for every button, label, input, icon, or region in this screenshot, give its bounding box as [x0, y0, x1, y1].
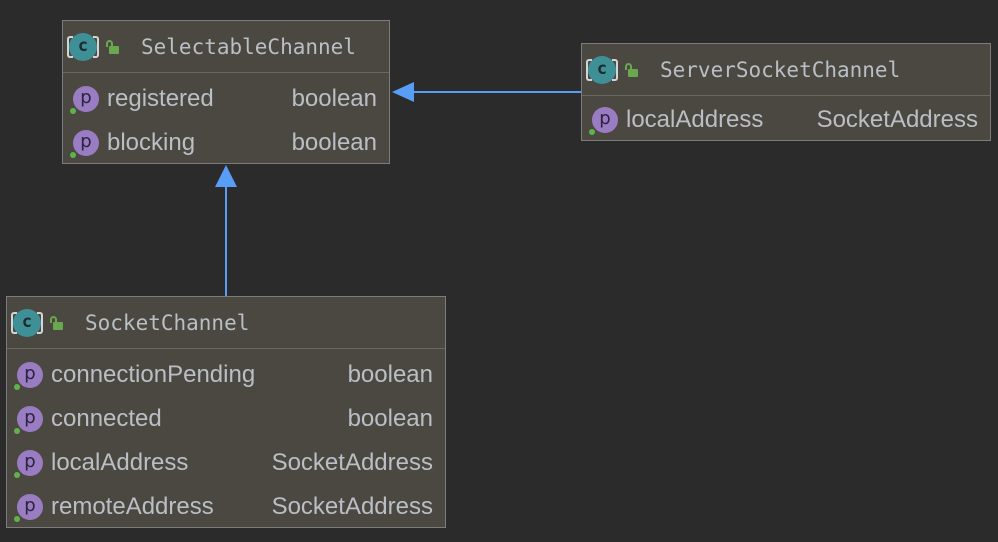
class-box-server-socket-channel[interactable]: c ServerSocketChannel p localAddress Soc…: [581, 43, 991, 141]
property-icon: p: [70, 130, 99, 158]
class-icon-letter: c: [596, 59, 608, 79]
property-name: remoteAddress: [51, 493, 214, 520]
class-header: c SocketChannel: [7, 297, 445, 349]
property-type: SocketAddress: [816, 106, 978, 133]
property-icon: p: [14, 494, 43, 522]
class-header: c SelectableChannel: [63, 21, 389, 73]
class-properties: p connectionPending boolean p connected …: [7, 349, 445, 529]
property-name: localAddress: [51, 449, 189, 476]
unlocked-lock-icon: [49, 315, 63, 330]
class-icon-letter: c: [21, 312, 33, 332]
class-icon: c: [67, 32, 99, 61]
class-name: SocketChannel: [85, 310, 250, 335]
property-row[interactable]: p localAddress SocketAddress: [582, 98, 990, 142]
class-box-socket-channel[interactable]: c SocketChannel p connectionPending bool…: [6, 296, 446, 528]
unlocked-lock-icon: [105, 39, 119, 54]
class-box-selectable-channel[interactable]: c SelectableChannel p registered boolean…: [62, 20, 390, 164]
class-properties: p localAddress SocketAddress: [582, 96, 990, 142]
class-icon: c: [586, 55, 618, 84]
arrowhead-server-to-selectable: [392, 82, 414, 102]
property-name: blocking: [107, 129, 196, 156]
property-row[interactable]: p connected boolean: [7, 397, 445, 441]
arrowhead-socket-to-selectable: [215, 165, 237, 187]
property-type: boolean: [347, 361, 433, 388]
property-icon: p: [14, 362, 43, 390]
class-name: ServerSocketChannel: [660, 57, 901, 82]
property-row[interactable]: p registered boolean: [63, 77, 389, 121]
property-name: registered: [107, 85, 214, 112]
property-type: SocketAddress: [271, 449, 433, 476]
property-icon: p: [70, 86, 99, 114]
property-type: boolean: [347, 405, 433, 432]
property-name: localAddress: [626, 106, 764, 133]
property-type: boolean: [291, 129, 377, 156]
property-name: connectionPending: [51, 361, 256, 388]
class-name: SelectableChannel: [141, 34, 356, 59]
property-icon: p: [14, 450, 43, 478]
property-row[interactable]: p connectionPending boolean: [7, 353, 445, 397]
property-row[interactable]: p blocking boolean: [63, 121, 389, 165]
property-icon: p: [589, 107, 618, 135]
property-name: connected: [51, 405, 162, 432]
class-header: c ServerSocketChannel: [582, 44, 990, 96]
property-type: boolean: [291, 85, 377, 112]
property-icon: p: [14, 406, 43, 434]
class-icon-letter: c: [77, 36, 89, 56]
property-row[interactable]: p remoteAddress SocketAddress: [7, 485, 445, 529]
property-type: SocketAddress: [271, 493, 433, 520]
class-properties: p registered boolean p blocking boolean: [63, 73, 389, 165]
unlocked-lock-icon: [624, 62, 638, 77]
class-icon: c: [11, 308, 43, 337]
property-row[interactable]: p localAddress SocketAddress: [7, 441, 445, 485]
